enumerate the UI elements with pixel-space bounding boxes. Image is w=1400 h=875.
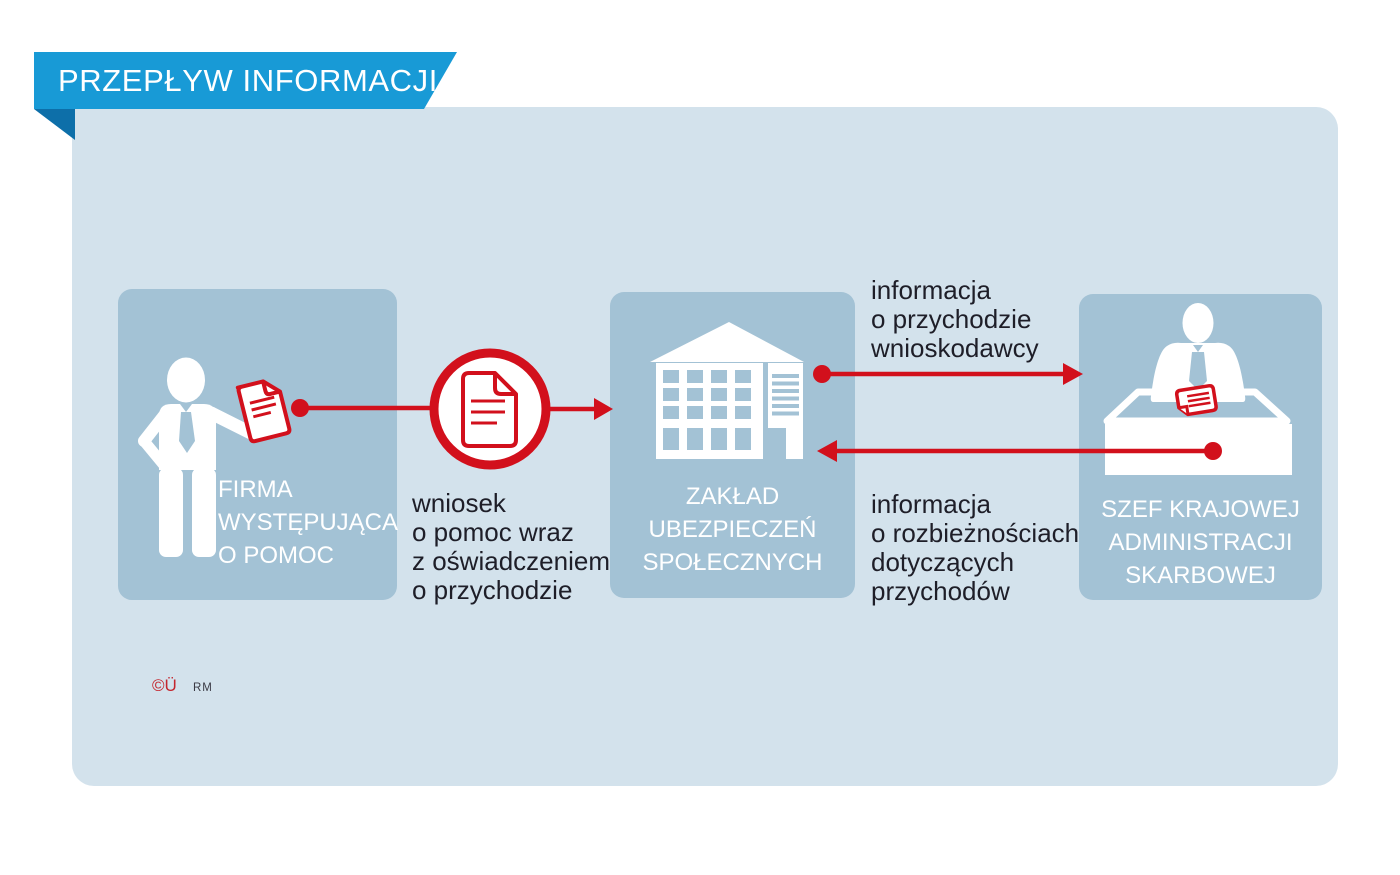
node-label-line: SZEF KRAJOWEJ: [1101, 496, 1300, 523]
edge-label-line: dotyczących: [871, 547, 1015, 577]
node-label-line: WYSTĘPUJĄCA: [218, 509, 399, 536]
node-label-line: FIRMA: [218, 476, 293, 503]
edge-label-line: wniosek: [412, 488, 506, 518]
edge-label-line: z oświadczeniem: [412, 546, 610, 576]
header-ribbon: PRZEPŁYW INFORMACJI: [34, 52, 457, 109]
copyright-mark: ©Ü: [152, 676, 177, 695]
edge-label-income-info: informacja o przychodzie wnioskodawcy: [871, 276, 1039, 363]
edge-label-discrepancy-info: informacja o rozbieżnościach dotyczących…: [871, 490, 1079, 606]
ribbon-fold: [34, 109, 75, 140]
node-label-line: O POMOC: [218, 542, 335, 569]
edge-label-application: wniosek o pomoc wraz z oświadczeniem o p…: [412, 489, 610, 605]
edge-label-line: informacja: [871, 489, 991, 519]
edge-label-line: wnioskodawcy: [871, 333, 1039, 363]
node-label-applicant: FIRMA WYSTĘPUJĄCA O POMOC: [218, 473, 398, 572]
node-label-line: SPOŁECZNYCH: [642, 549, 823, 576]
page-title: PRZEPŁYW INFORMACJI: [58, 63, 438, 98]
edge-label-line: informacja: [871, 275, 991, 305]
edge-label-line: o przychodzie: [871, 304, 1032, 334]
author-initials: RM: [193, 682, 213, 694]
node-label-line: UBEZPIECZEŃ: [648, 516, 817, 543]
edge-label-line: przychodów: [871, 576, 1010, 606]
edge-label-line: o przychodzie: [412, 575, 573, 605]
node-label-line: ADMINISTRACJI: [1108, 529, 1293, 556]
node-label-line: ZAKŁAD: [685, 483, 780, 510]
edge-label-line: o rozbieżnościach: [871, 518, 1080, 548]
node-label-kas: SZEF KRAJOWEJ ADMINISTRACJI SKARBOWEJ: [1079, 493, 1322, 592]
node-label-line: SKARBOWEJ: [1125, 562, 1276, 589]
node-label-zus: ZAKŁAD UBEZPIECZEŃ SPOŁECZNYCH: [610, 480, 855, 579]
edge-label-line: o pomoc wraz: [412, 517, 574, 547]
